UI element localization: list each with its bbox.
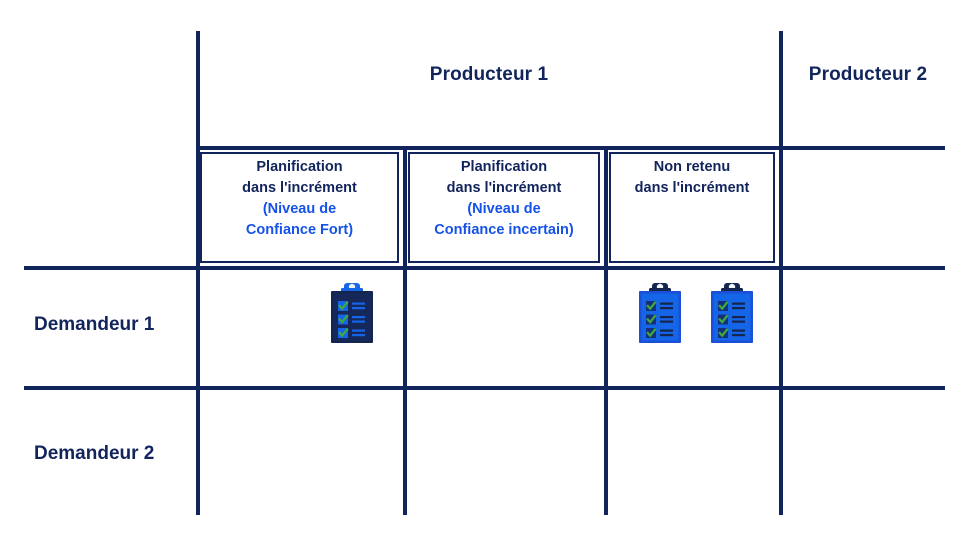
subheader-cell2-right-border (598, 152, 600, 262)
grid-vline-producer-divider (779, 31, 783, 515)
subheader-col-2-line-1: Planification (460, 159, 548, 175)
subheader-col-3-line-2: dans l'incrément (634, 180, 750, 197)
subheader-cell3-top-border (609, 152, 775, 154)
subheader-col-3-line-1: Non retenu (653, 159, 731, 175)
row-label-demandeur-1: Demandeur 1 (34, 314, 155, 335)
subheader-cell3-left-border (609, 152, 611, 262)
subheader-cell2-bottom-border (408, 261, 600, 263)
subheader-cell1-bottom-border (200, 261, 399, 263)
grid-hline-header-bottom (196, 146, 945, 150)
row-label-demandeur-2: Demandeur 2 (34, 443, 155, 464)
subheader-cell1-left-border (200, 152, 202, 262)
grid-hline-subheader-bottom (24, 266, 945, 270)
subheader-col-2: Planification dans l'incrément (Niveau d… (409, 157, 599, 241)
subheader-col-3: Non retenu dans l'incrément (610, 157, 774, 199)
grid-vline-col2-col3 (604, 148, 608, 515)
subheader-cell3-right-border (773, 152, 775, 262)
subheader-cell2-top-border (408, 152, 600, 154)
subheader-col-1: Planification dans l'incrément (Niveau d… (203, 157, 396, 241)
subheader-cell3-bottom-border (609, 261, 775, 263)
subheader-col-1-line-4: Confiance Fort) (245, 222, 354, 239)
header-producteur-2: Producteur 2 (808, 64, 928, 85)
subheader-cell1-right-border (397, 152, 399, 262)
subheader-col-2-line-2: dans l'incrément (446, 180, 562, 197)
clipboard-checklist-blue-icon (709, 283, 755, 343)
grid-vline-left (196, 31, 200, 515)
subheader-col-1-line-2: dans l'incrément (242, 180, 357, 197)
clipboard-checklist-blue-icon (637, 283, 683, 343)
grid-hline-row1-bottom (24, 386, 945, 390)
subheader-cell1-top-border (200, 152, 399, 154)
subheader-col-2-line-3: (Niveau de (467, 201, 541, 218)
clipboard-checklist-dark-icon (329, 283, 375, 343)
grid-vline-col1-col2 (403, 148, 407, 515)
subheader-col-2-line-4: Confiance incertain) (434, 222, 574, 239)
subheader-col-1-line-1: Planification (256, 159, 343, 175)
header-producteur-1: Producteur 1 (429, 64, 549, 85)
subheader-cell2-left-border (408, 152, 410, 262)
subheader-col-1-line-3: (Niveau de (262, 201, 337, 218)
